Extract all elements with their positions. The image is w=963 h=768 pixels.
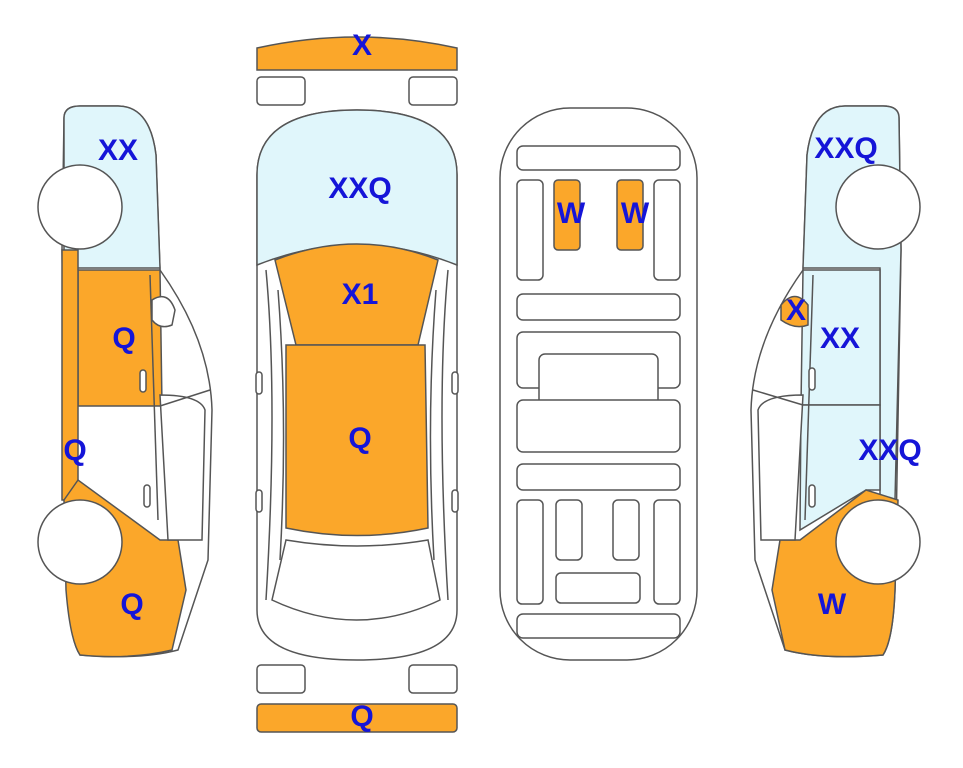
right-mirror[interactable]	[780, 295, 809, 328]
right-rear-window	[757, 394, 804, 541]
front-right-panel	[653, 179, 681, 281]
left-front-door-label: Q	[112, 322, 135, 355]
front-seat-left[interactable]	[553, 179, 581, 251]
right-front-handle	[808, 367, 816, 391]
left-front-glass-label: XX	[98, 134, 138, 167]
rear-right-lamp	[408, 664, 458, 694]
console-band-3	[516, 399, 681, 453]
right-mirror-label: X	[786, 294, 806, 327]
rear-bumper-panel[interactable]	[256, 703, 458, 733]
left-rear-wheel	[37, 499, 123, 585]
right-handle-rear	[451, 489, 459, 513]
right-pillar-line	[441, 269, 449, 601]
right-rear-wheel	[835, 499, 921, 585]
left-sill-label: Q	[63, 434, 86, 467]
left-front-handle	[139, 369, 147, 393]
roof-panel[interactable]	[285, 344, 429, 537]
front-seat-right-label: W	[621, 197, 650, 230]
interior-view: W W	[499, 107, 698, 661]
front-left-panel	[516, 179, 544, 281]
console-band-4	[516, 463, 681, 491]
rear-seat-left	[555, 499, 583, 561]
front-left-lamp	[256, 76, 306, 106]
left-front-wheel	[37, 164, 123, 250]
rear-seat-base	[555, 572, 641, 604]
right-rear-glass-label: XXQ	[858, 434, 921, 467]
left-mirror	[151, 295, 176, 328]
front-right-lamp	[408, 76, 458, 106]
left-rear-window	[159, 394, 206, 541]
right-rear-glass[interactable]	[799, 404, 881, 532]
right-handle-front	[451, 371, 459, 395]
hood-panel[interactable]	[274, 243, 439, 346]
right-door-line	[804, 274, 814, 521]
rear-right-panel	[653, 499, 681, 605]
front-bumper-label: X	[352, 29, 372, 62]
left-inner-line	[277, 289, 285, 561]
dashboard	[516, 145, 681, 171]
right-rear-handle	[808, 484, 816, 508]
right-front-glass-label: XXQ	[814, 132, 877, 165]
right-belt-line	[752, 389, 804, 406]
top-view: X XXQ X1 Q Q	[255, 29, 459, 733]
left-side-view: XX Q Q Q	[37, 105, 213, 658]
front-bumper-panel[interactable]	[256, 36, 458, 71]
right-front-door-label: XX	[820, 322, 860, 355]
console-band-1	[516, 293, 681, 321]
rear-bumper-label: Q	[350, 700, 373, 733]
front-seat-right[interactable]	[616, 179, 644, 251]
left-handle-rear	[255, 489, 263, 513]
right-side-view: XXQ X XX XXQ W	[750, 105, 922, 658]
front-seat-left-label: W	[557, 197, 586, 230]
windshield-label: XXQ	[328, 172, 391, 205]
left-belt-line	[159, 389, 211, 407]
right-inner-line	[429, 289, 437, 561]
hood-label: X1	[342, 278, 379, 311]
left-rear-handle	[143, 484, 151, 508]
left-door-line	[149, 274, 159, 521]
left-handle-front	[255, 371, 263, 395]
rear-shelf	[516, 613, 681, 639]
left-pillar-line	[265, 269, 273, 601]
rear-left-lamp	[256, 664, 306, 694]
rear-seat-right	[612, 499, 640, 561]
roof-label: Q	[348, 422, 371, 455]
rear-left-panel	[516, 499, 544, 605]
left-rear-quarter-label: Q	[120, 588, 143, 621]
rear-window	[271, 539, 441, 621]
right-rear-quarter-label: W	[818, 588, 847, 621]
right-front-wheel	[835, 164, 921, 250]
